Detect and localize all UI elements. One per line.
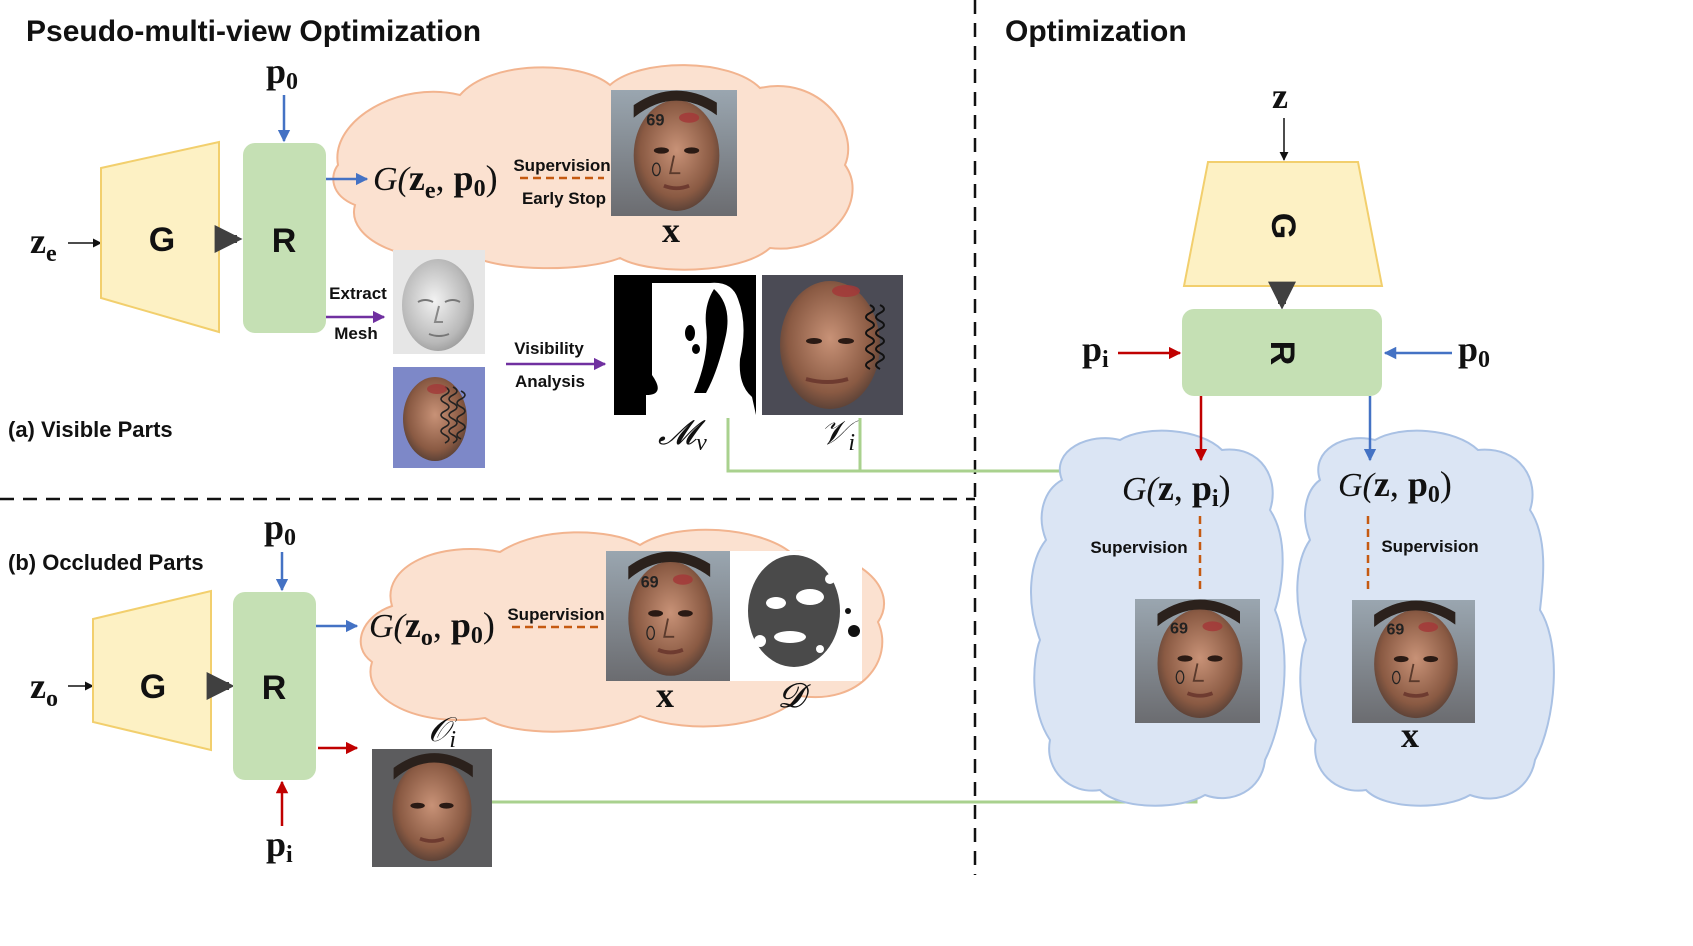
pseudo-multiview-title: Pseudo-multi-view Optimization	[26, 15, 481, 48]
p0-symbol-occluded: p0	[264, 507, 296, 551]
visible-parts-label: (a) Visible Parts	[8, 417, 173, 442]
target-image-x-occluded	[604, 549, 732, 683]
formula-g-z-pi: G(z, pi)	[1122, 468, 1231, 512]
renderer-label-opt: R	[1263, 341, 1301, 366]
textured-mesh-image	[393, 367, 485, 468]
generator-label-visible: G	[149, 221, 175, 259]
pi-symbol-occluded: pi	[266, 824, 293, 868]
supervision-label-visible: Supervision	[513, 156, 610, 175]
visibility-mask-image	[614, 275, 756, 415]
x-symbol-visible: x	[662, 210, 680, 250]
optimization-title: Optimization	[1005, 15, 1187, 48]
extract-label: Extract	[329, 284, 387, 303]
early-stop-label: Early Stop	[522, 189, 606, 208]
renderer-block-opt	[1182, 309, 1382, 396]
generator-label-occluded: G	[140, 668, 166, 706]
mesh-render-image	[393, 250, 485, 354]
occluded-parts-label: (b) Occluded Parts	[8, 550, 204, 575]
oi-symbol: 𝒪i	[428, 712, 457, 753]
pi-symbol-opt: pi	[1082, 329, 1109, 373]
visible-texture-image	[762, 275, 903, 415]
renderer-label-occluded: R	[262, 669, 287, 707]
supervision-label-occluded: Supervision	[507, 605, 604, 624]
z-symbol-opt: z	[1272, 76, 1288, 116]
occluded-render-image	[372, 749, 492, 867]
p0-symbol-visible: p0	[266, 51, 298, 95]
target-image-x-visible	[609, 88, 739, 218]
target-image-x-opt	[1350, 598, 1477, 725]
renderer-label-visible: R	[272, 222, 297, 260]
generator-block-visible	[100, 140, 220, 334]
generator-block-opt	[1182, 161, 1384, 287]
vi-symbol: 𝒱i	[820, 415, 859, 456]
generator-label-opt: G	[1264, 213, 1302, 239]
zo-symbol: zo	[30, 666, 58, 712]
renderer-block-occluded	[233, 592, 316, 780]
formula-g-zo-p0: G(zo, p0)	[369, 605, 495, 651]
mv-symbol: 𝓜v	[658, 415, 707, 456]
visibility-label: Visibility	[514, 339, 584, 358]
renderer-block-visible	[243, 143, 326, 333]
formula-g-z-p0: G(z, p0)	[1338, 464, 1452, 508]
x-symbol-occluded: x	[656, 675, 674, 715]
p0-symbol-opt: p0	[1458, 329, 1490, 373]
supervision-label-opt-pi: Supervision	[1090, 538, 1187, 557]
formula-g-ze-p0: G(ze, p0)	[373, 158, 498, 204]
ze-symbol: ze	[30, 221, 57, 267]
mesh-label: Mesh	[334, 324, 377, 343]
analysis-label: Analysis	[515, 372, 585, 391]
generator-block-occluded	[92, 589, 212, 752]
supervision-label-opt-p0: Supervision	[1381, 537, 1478, 556]
depth-map-image	[730, 551, 862, 681]
composite-target-image	[1133, 597, 1262, 725]
x-symbol-opt: x	[1401, 715, 1419, 755]
